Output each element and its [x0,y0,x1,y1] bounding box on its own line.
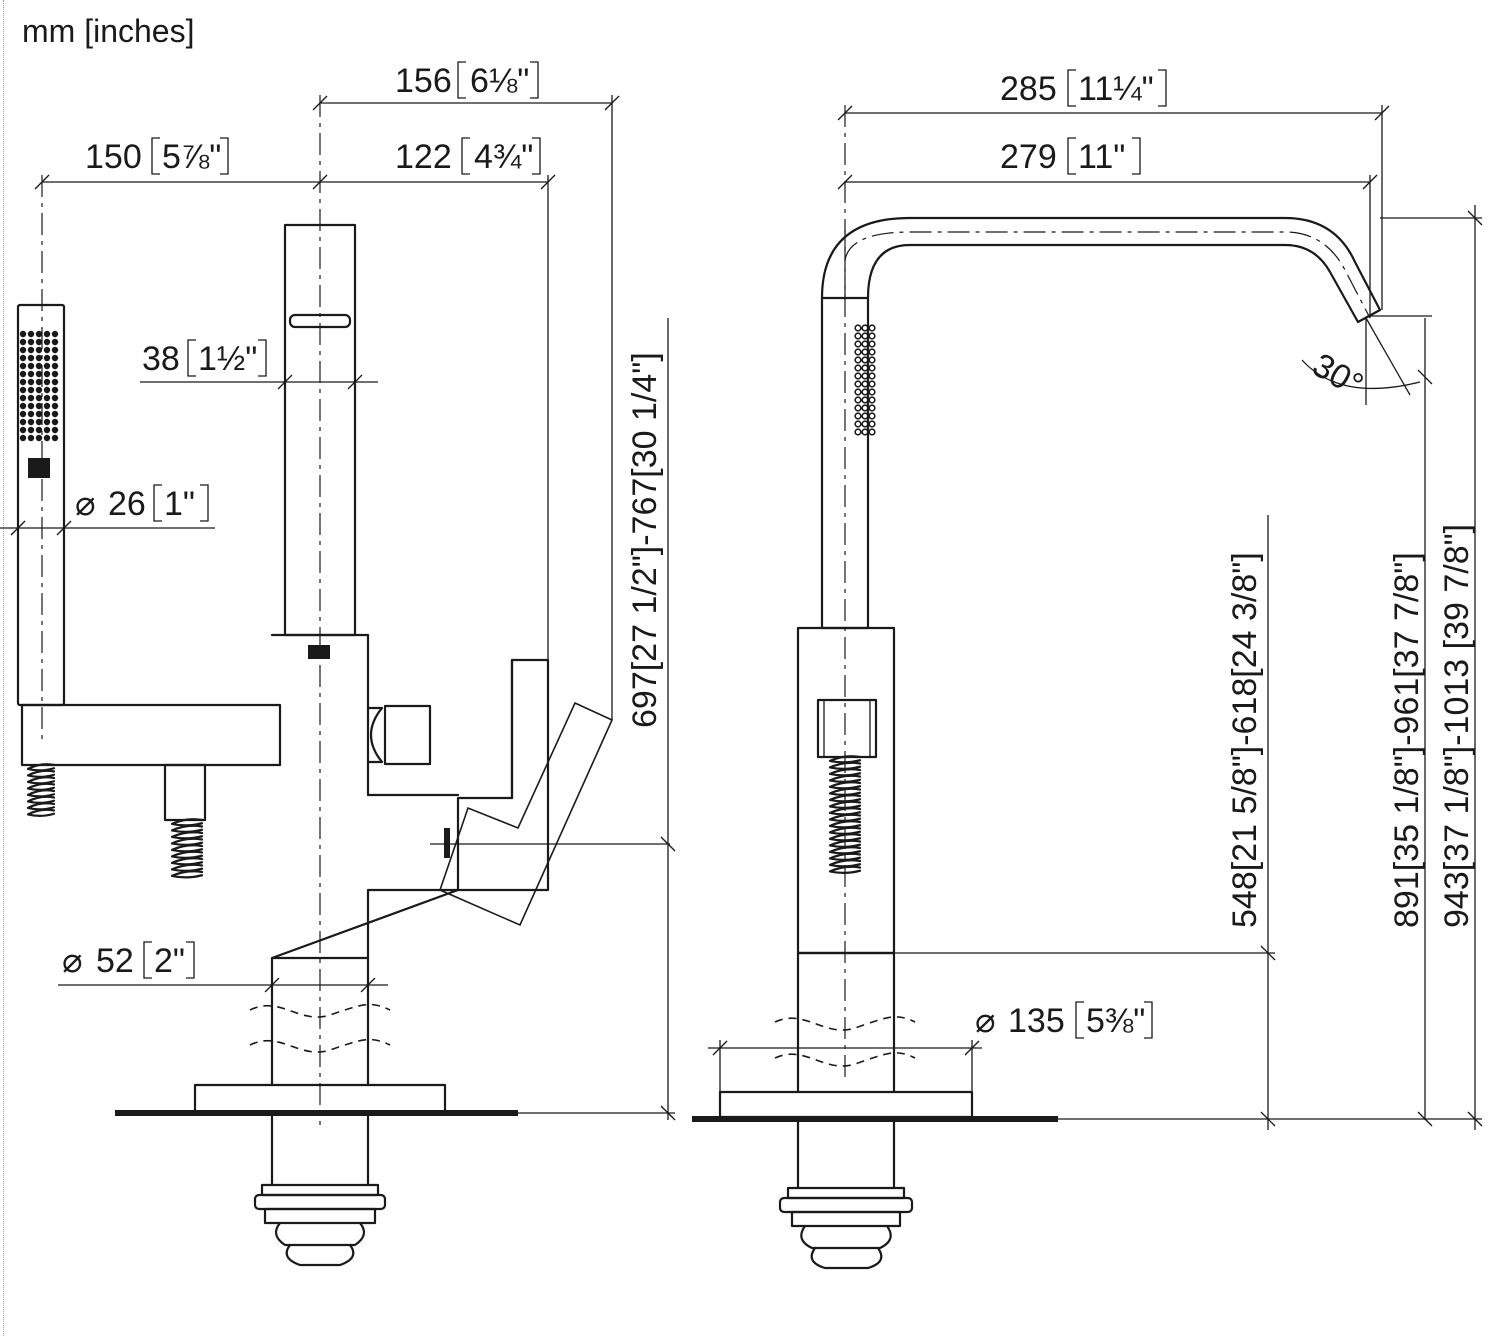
dimension-122: 122 4¾" [320,137,556,660]
dimension-135: ⌀ 135 5⅜" [708,1001,1153,1095]
dim-279-mm: 279 [1000,138,1057,176]
left-view: 156 6⅛" 150 5⅞" 122 4¾" 38 [0,61,676,1267]
dimension-150: 150 5⅞" [34,137,328,190]
right-break-line-1 [774,1016,916,1031]
dim-52-symbol: ⌀ [62,942,82,980]
spray-nozzles [19,330,59,442]
right-view: 285 11¼" 279 11" 30° [692,69,1483,1270]
break-line-1 [249,1003,391,1018]
hose-coupling [816,698,878,759]
hose-coil-right [828,755,862,874]
knob-neck [366,706,384,764]
dim-26-inch: 1" [164,485,195,523]
floor-fitting-right [778,1186,914,1270]
units-label: mm [inches] [22,13,194,49]
dimension-891: 891[35 1/8"]-961[37 7/8"] [1275,318,1433,1127]
dimension-548: 548[21 5/8"]-618[24 3/8"] [894,515,1276,1130]
dim-943-text: 943[37 1/8"]-1013 [39 7/8"] [1438,524,1476,928]
dim-279-inch: 11" [1078,138,1125,176]
dim-135-symbol: ⌀ [975,1002,995,1040]
column-slot [288,313,352,329]
right-break-line-2 [774,1052,916,1067]
dim-285-mm: 285 [1000,70,1057,108]
dimension-285: 285 11¼" [837,69,1390,310]
floor-fitting-left [253,1183,387,1267]
dim-150-mm: 150 [85,138,142,176]
handshower-button [28,458,50,478]
dim-122-mm: 122 [395,138,452,176]
dim-548-text: 548[21 5/8"]-618[24 3/8"] [1226,552,1264,928]
dim-38-mm: 38 [142,340,180,378]
hose-nipple [163,763,207,822]
dimension-26: ⌀ 26 1" [0,484,215,536]
dim-38-inch: 1½" [198,340,257,378]
dimension-943: 943[37 1/8"]-1013 [39 7/8"] [1380,205,1483,1130]
dim-135-mm: 135 [1008,1002,1065,1040]
hose-connector-center [170,818,204,879]
lever-handle [456,658,550,892]
diverter-knob [383,704,432,766]
dim-height-left-text: 697[27 1/2"]-767[30 1/4"] [626,352,664,728]
right-body [796,626,896,955]
dim-285-inch: 11¼" [1078,70,1154,108]
dim-156-inch: 6⅛" [470,62,529,100]
floor-line [115,1110,518,1116]
dim-156-mm: 156 [395,62,452,100]
spout-centerline [844,231,1371,319]
right-floor-line [692,1116,1058,1122]
dimension-52: ⌀ 52 2" [58,941,388,993]
dim-891-text: 891[35 1/8"]-961[37 7/8"] [1388,552,1426,928]
dimension-38: 38 1½" [140,339,378,390]
right-base-plate [718,1090,974,1119]
dim-52-mm: 52 [96,942,134,980]
left-border [3,0,4,1336]
body-marker [308,645,330,659]
angle-30: 30° [1301,315,1432,405]
angle-text: 30° [1306,346,1370,405]
valve-body [270,633,460,960]
lever-rotated-outline [439,701,614,927]
dim-135-inch: 5⅜" [1086,1002,1145,1040]
handshower [16,303,66,707]
handshower-holder [20,703,282,767]
spray-nozzles-side [854,324,876,436]
hose-connector-left [26,763,56,817]
dimension-156: 156 6⅛" [312,61,620,720]
dimension-height-left: 697[27 1/2"]-767[30 1/4"] [518,318,676,1121]
spout [820,216,1382,324]
dim-150-inch: 5⅞" [162,138,221,176]
break-line-2 [249,1038,391,1053]
dimension-279: 279 11" [837,137,1378,318]
lever-indicator [444,828,450,858]
dim-52-inch: 2" [154,942,185,980]
dim-26-mm: 26 [108,485,146,523]
dim-26-symbol: ⌀ [75,485,95,523]
dim-122-inch: 4¾" [474,138,533,176]
